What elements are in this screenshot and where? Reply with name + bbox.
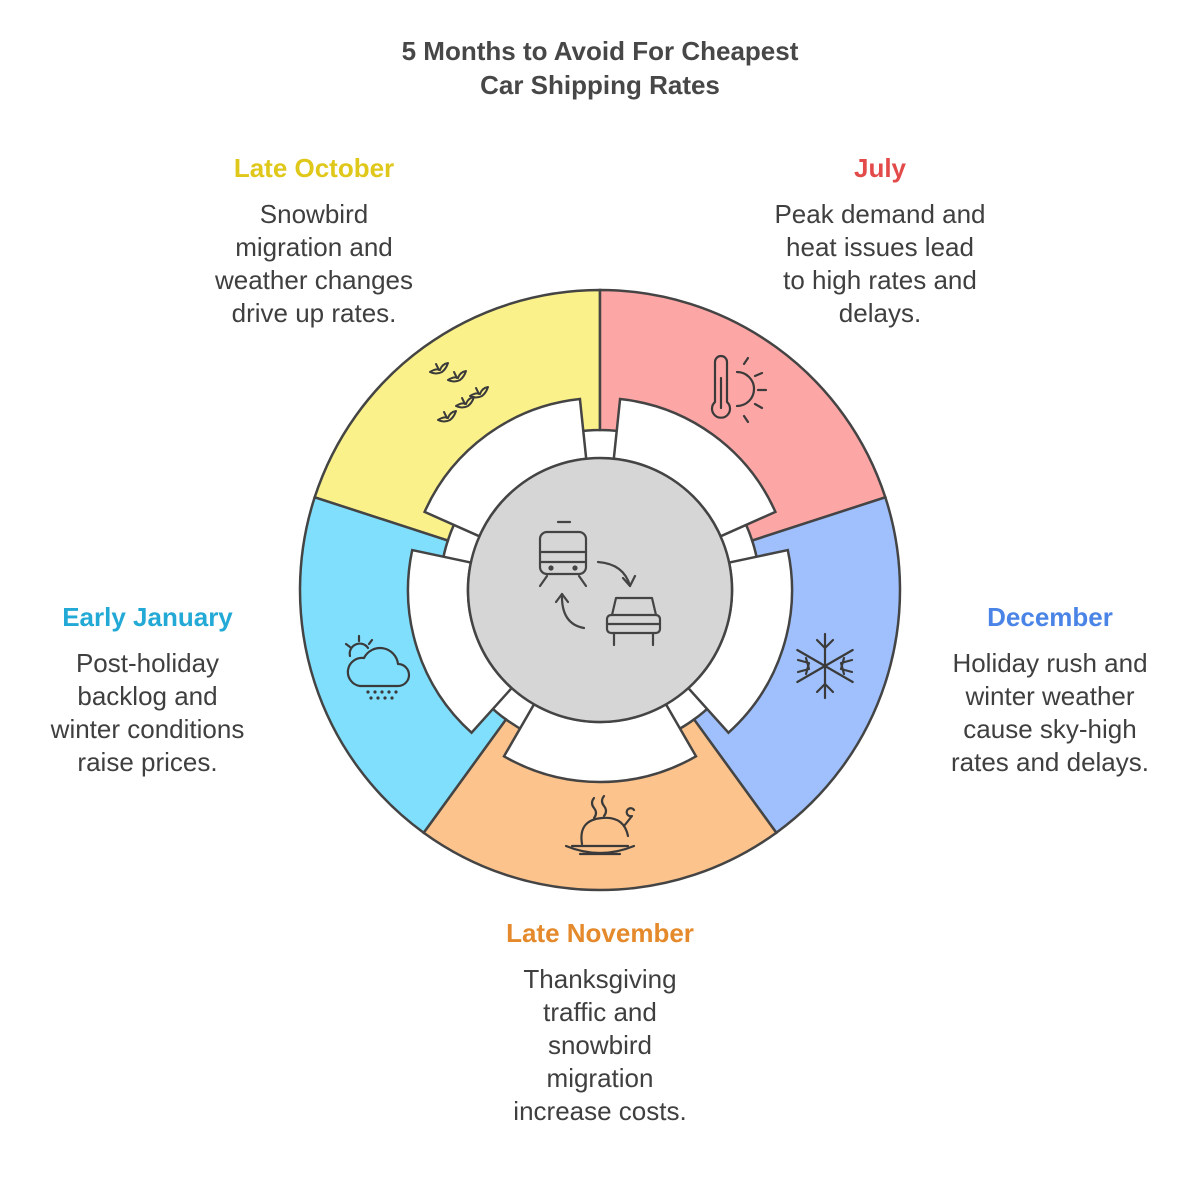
desc-line: Snowbird: [259, 199, 369, 229]
segment-heading: December: [987, 602, 1113, 632]
segment-description: Snowbird migration and weather changes d…: [164, 198, 464, 330]
desc-line: Peak demand and: [774, 199, 986, 229]
segment-heading: Early January: [62, 602, 233, 632]
desc-line: rates and delays.: [950, 747, 1149, 777]
center-circle: [466, 456, 734, 724]
desc-line: delays.: [838, 298, 922, 328]
desc-line: snowbird: [547, 1030, 653, 1060]
desc-line: migration: [546, 1063, 654, 1093]
segment-description: Thanksgiving traffic and snowbird migrat…: [450, 963, 750, 1128]
desc-line: winter weather: [965, 681, 1135, 711]
birds-icon: [429, 362, 489, 423]
segment-text-early-january: Early January Post-holiday backlog and w…: [20, 600, 275, 779]
diagram-title: 5 Months to Avoid For Cheapest Car Shipp…: [300, 34, 900, 102]
snowflake-icon: [796, 632, 854, 700]
segment-heading: Late November: [506, 918, 694, 948]
turkey-icon: [564, 794, 636, 856]
desc-line: heat issues lead: [786, 232, 974, 262]
desc-line: backlog and: [77, 681, 218, 711]
segment-heading: July: [853, 153, 907, 183]
ring-sectors: [298, 288, 902, 892]
desc-line: winter conditions: [50, 714, 245, 744]
desc-line: Thanksgiving: [523, 964, 677, 994]
segment-text-december: December Holiday rush and winter weather…: [920, 600, 1180, 779]
segment-text-july: July Peak demand and heat issues lead to…: [730, 151, 1030, 330]
segment-description: Peak demand and heat issues lead to high…: [730, 198, 1030, 330]
cloud-snow-icon: [344, 634, 411, 700]
segment-text-late-october: Late October Snowbird migration and weat…: [164, 151, 464, 330]
title-line-1: 5 Months to Avoid For Cheapest: [401, 36, 799, 66]
title-line-2: Car Shipping Rates: [480, 70, 720, 100]
desc-line: to high rates and: [783, 265, 977, 295]
thermometer-sun-icon: [710, 354, 768, 424]
desc-line: migration and: [235, 232, 393, 262]
segment-description: Post-holiday backlog and winter conditio…: [20, 647, 275, 779]
desc-line: cause sky-high: [963, 714, 1137, 744]
desc-line: increase costs.: [513, 1096, 687, 1126]
desc-line: Post-holiday: [75, 648, 220, 678]
segment-text-late-november: Late November Thanksgiving traffic and s…: [450, 916, 750, 1128]
desc-line: raise prices.: [77, 747, 218, 777]
segment-description: Holiday rush and winter weather cause sk…: [920, 647, 1180, 779]
ring-gaps: [406, 397, 794, 784]
desc-line: Holiday rush and: [952, 648, 1148, 678]
train-car-exchange-icon: [538, 520, 662, 647]
desc-line: weather changes: [214, 265, 414, 295]
segment-heading: Late October: [233, 153, 395, 183]
desc-line: drive up rates.: [231, 298, 397, 328]
desc-line: traffic and: [543, 997, 657, 1027]
